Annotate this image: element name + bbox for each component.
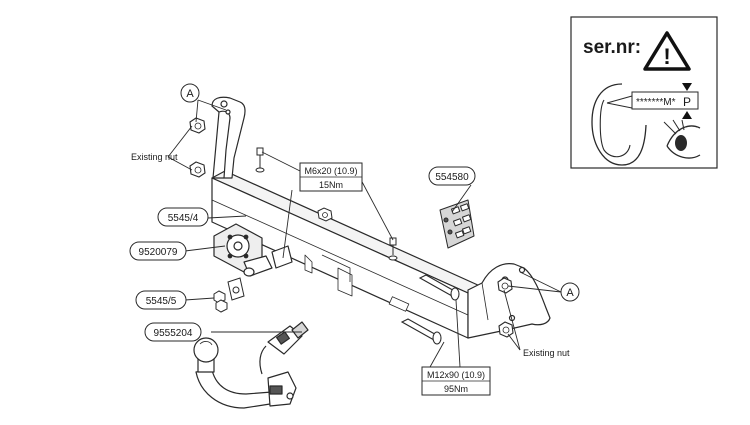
existing-nut-right-upper bbox=[497, 277, 513, 294]
m6-bolt-size: M6x20 (10.9) bbox=[304, 166, 357, 176]
towbar-crossbar bbox=[211, 170, 481, 339]
m12-bolt-spec-box: M12x90 (10.9) 95Nm bbox=[421, 366, 491, 396]
svg-text:!: ! bbox=[663, 44, 670, 69]
m12-bolt-torque: 95Nm bbox=[444, 384, 468, 394]
type-plate-letter: P bbox=[683, 95, 691, 109]
callout-5545-4: 5545/4 bbox=[157, 207, 209, 227]
eye-icon bbox=[663, 119, 701, 159]
svg-text:A: A bbox=[566, 287, 574, 299]
arrow-up-icon bbox=[682, 111, 692, 119]
existing-nut-left-lower bbox=[189, 161, 206, 178]
type-plate-code: *******M* bbox=[636, 97, 676, 108]
existing-nut-left-label: Existing nut bbox=[131, 152, 178, 162]
type-plate: *******M* P bbox=[606, 83, 699, 119]
vehicle-body-outline bbox=[591, 83, 647, 166]
mid-nut bbox=[317, 207, 333, 222]
m12-bolt-size: M12x90 (10.9) bbox=[427, 370, 485, 380]
callout-9520079: 9520079 bbox=[129, 241, 187, 261]
nut-washer-set-5545-5 bbox=[213, 277, 245, 313]
svg-text:A: A bbox=[186, 88, 194, 100]
svg-text:9555204: 9555204 bbox=[154, 328, 193, 339]
callout-a-top-left: A bbox=[180, 83, 200, 103]
callout-5545-5: 5545/5 bbox=[135, 290, 187, 310]
existing-nut-right-label: Existing nut bbox=[523, 348, 570, 358]
m6-bolt-spec-box: M6x20 (10.9) 15Nm bbox=[299, 162, 363, 192]
right-mounting-bracket bbox=[467, 263, 551, 339]
callout-554580: 554580 bbox=[428, 166, 476, 186]
m6-bolt-left bbox=[255, 147, 265, 173]
svg-text:554580: 554580 bbox=[435, 172, 469, 183]
callout-9555204: 9555204 bbox=[144, 322, 202, 342]
detachable-ball-neck bbox=[193, 321, 309, 409]
m12-bolt-upper bbox=[418, 274, 460, 301]
arrow-down-icon bbox=[682, 83, 692, 91]
callout-a-top-right: A bbox=[560, 282, 580, 302]
socket-plate bbox=[213, 223, 293, 277]
left-mounting-bracket bbox=[211, 96, 246, 179]
svg-text:5545/4: 5545/4 bbox=[168, 213, 199, 224]
existing-nut-right-lower bbox=[498, 321, 514, 338]
leader-lines bbox=[167, 99, 562, 368]
svg-text:5545/5: 5545/5 bbox=[146, 296, 177, 307]
svg-text:9520079: 9520079 bbox=[139, 247, 178, 258]
serial-number-panel: ser.nr: ! *******M* P bbox=[570, 16, 718, 169]
m6-bolt-right bbox=[388, 237, 398, 261]
wiring-kit-554580 bbox=[439, 199, 475, 249]
warning-triangle-icon: ! bbox=[643, 31, 691, 71]
m12-bolt-lower bbox=[400, 318, 442, 345]
existing-nut-left-upper bbox=[189, 117, 206, 134]
serial-number-title: ser.nr: bbox=[583, 37, 641, 58]
m6-bolt-torque: 15Nm bbox=[319, 180, 343, 190]
